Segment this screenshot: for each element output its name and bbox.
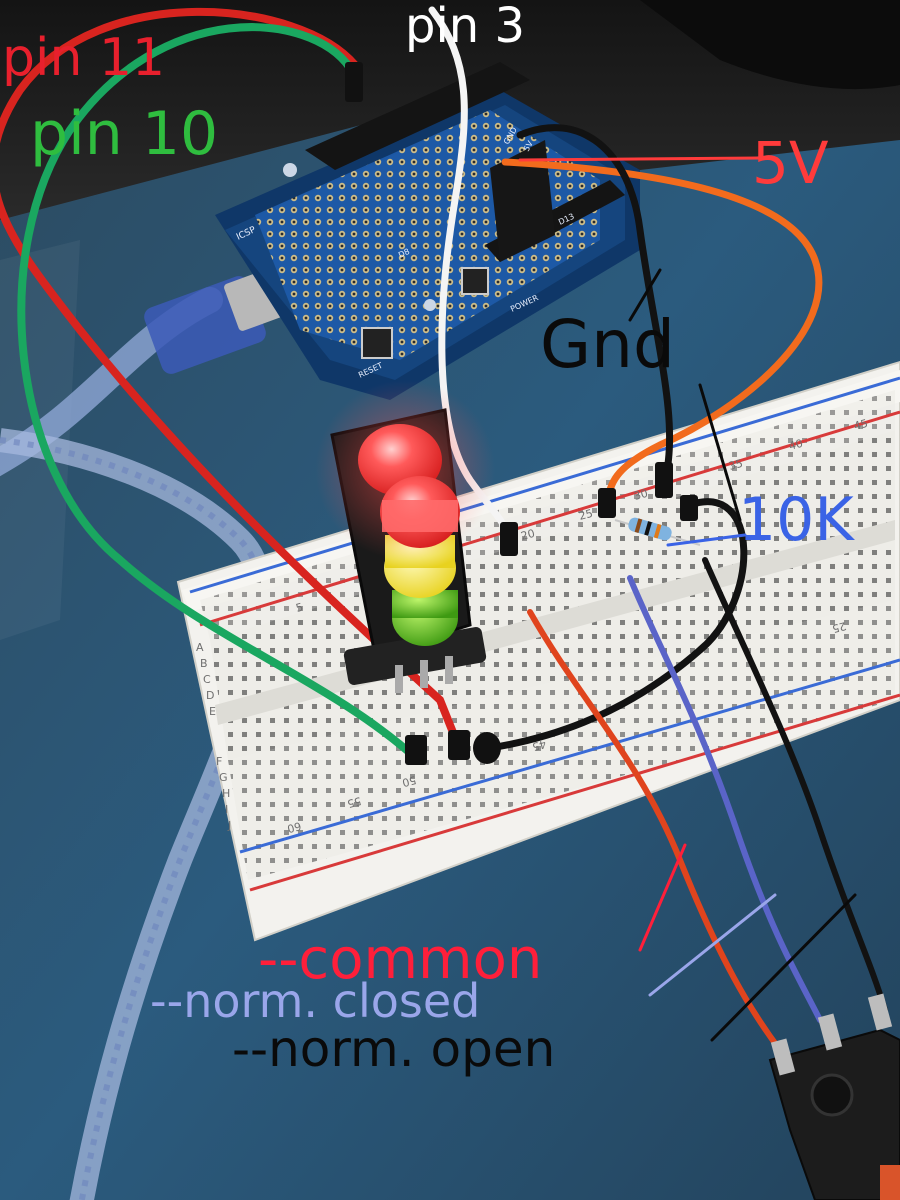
- green-wire-pin10: [17, 23, 422, 764]
- col-number: 30: [632, 487, 649, 503]
- col-number: 55: [346, 794, 363, 810]
- row-letter: F: [216, 755, 222, 768]
- resistor-icon: [614, 517, 701, 546]
- breadboard-markings: A B C D E F G H I J 5 20 25 30 35 40 45 …: [196, 417, 869, 836]
- label-pin3: pin 3: [405, 0, 526, 54]
- orange-wire-5v: [501, 158, 823, 504]
- row-letter: C: [203, 673, 211, 686]
- label-5v: 5V: [752, 129, 829, 197]
- protoshield-icon: ICSP RESET GND 5V D13 D8 POWER: [235, 62, 625, 380]
- label-pin10: pin 10: [30, 99, 219, 169]
- annotation-lines: [518, 156, 857, 1042]
- col-number: 20: [519, 527, 536, 543]
- col-number: 45: [531, 737, 548, 753]
- microswitch-icon: [768, 993, 900, 1200]
- label-10k: 10K: [738, 485, 854, 555]
- row-letter: E: [209, 705, 216, 718]
- traffic-light-module-icon: [315, 380, 495, 693]
- label-norm-open: --norm. open: [232, 1020, 556, 1078]
- col-number: 50: [401, 773, 418, 789]
- label-common: --common: [258, 927, 543, 992]
- row-letter: B: [200, 657, 208, 670]
- red-wire-pin11: [0, 7, 462, 749]
- label-norm-closed: --norm. closed: [150, 974, 481, 1028]
- row-letter: A: [196, 641, 204, 654]
- label-pin11: pin 11: [2, 28, 166, 88]
- label-gnd: Gnd: [540, 306, 675, 383]
- black-wire-gnd: [516, 124, 674, 484]
- dark-object-top-right: [640, 0, 900, 90]
- col-number: 35: [727, 457, 744, 473]
- row-letter: I: [225, 803, 228, 816]
- shield-label-d8: D8: [397, 247, 411, 260]
- row-letter: D: [206, 689, 214, 702]
- row-letter: G: [219, 771, 228, 784]
- col-number: 45: [852, 417, 869, 433]
- col-number: 25: [577, 507, 594, 523]
- col-number: 25: [831, 619, 848, 635]
- black-lead-norm-open: [702, 557, 888, 1013]
- col-number: 40: [787, 437, 804, 453]
- row-letter: H: [222, 787, 230, 800]
- black-wire-loop: [486, 498, 748, 752]
- col-number: 60: [286, 819, 303, 835]
- col-number: 5: [294, 601, 304, 615]
- row-letter: J: [227, 819, 231, 832]
- blue-lead-norm-closed: [627, 575, 823, 1023]
